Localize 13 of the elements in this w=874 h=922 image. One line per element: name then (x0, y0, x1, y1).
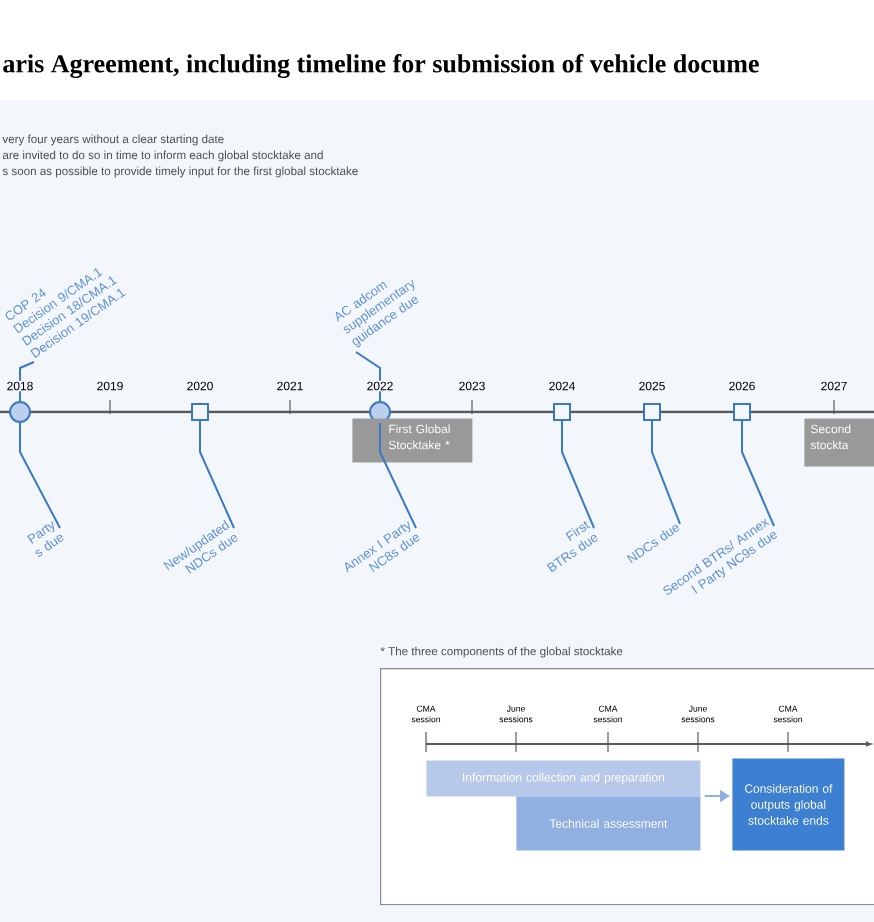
milestone-square (643, 403, 661, 421)
leader-line (19, 361, 35, 402)
milestone-square (733, 403, 751, 421)
leader-line (199, 420, 235, 529)
leader-line (741, 420, 775, 527)
milestone-square (553, 403, 571, 421)
leader-line (355, 351, 381, 402)
leader-line (19, 422, 61, 529)
milestone-square (191, 403, 209, 421)
leader-line (651, 420, 681, 525)
title: aris Agreement, including timeline for submission of vehicle docume (3, 53, 759, 79)
leader-line (561, 420, 595, 529)
leader-line (379, 422, 417, 529)
